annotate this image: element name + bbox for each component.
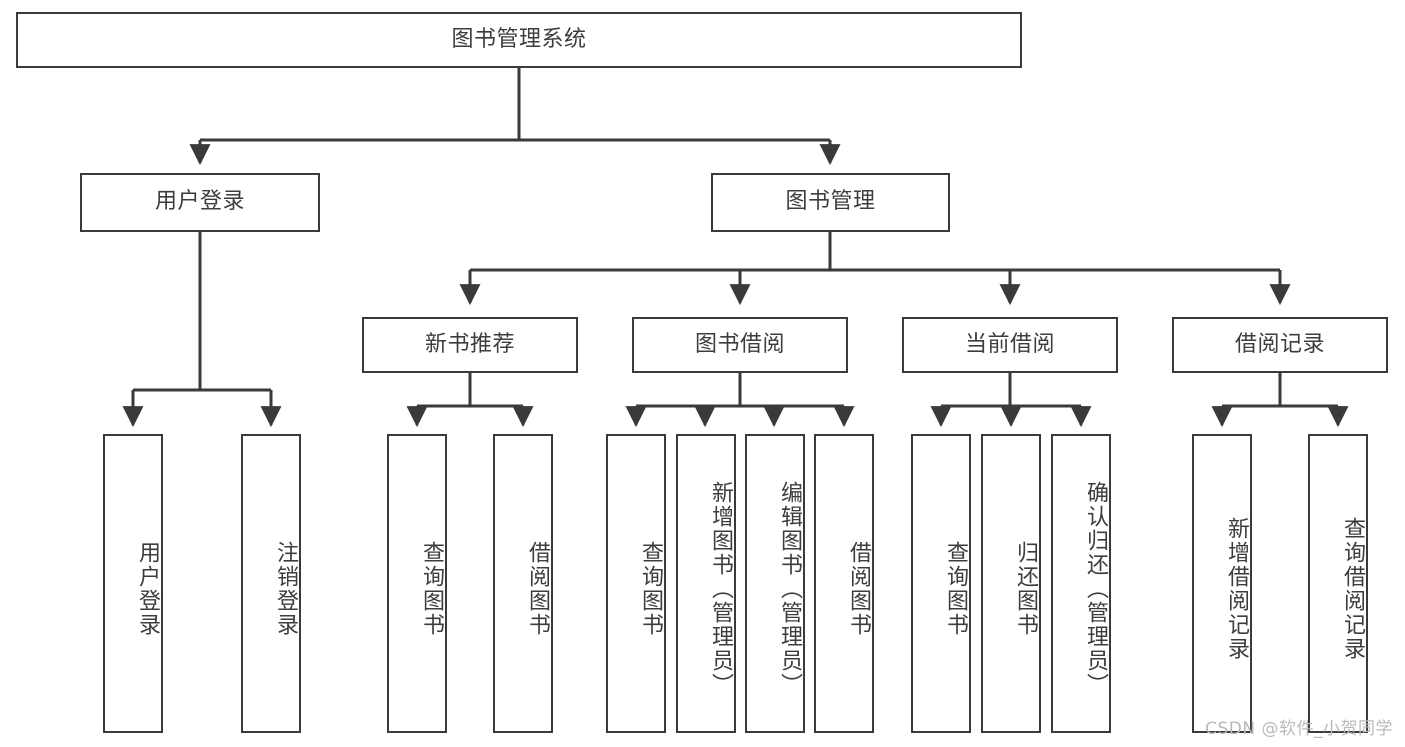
node-current-borrow[interactable]: 当前借阅: [902, 317, 1118, 373]
leaf-add-borrow-record[interactable]: 新增借阅记录: [1192, 434, 1252, 733]
leaf-query-book-1[interactable]: 查询图书: [387, 434, 447, 733]
leaf-confirm-return[interactable]: 确认归还（管理员）: [1051, 434, 1111, 733]
leaf-add-book[interactable]: 新增图书（管理员）: [676, 434, 736, 733]
node-book-borrow[interactable]: 图书借阅: [632, 317, 848, 373]
node-user-login[interactable]: 用户登录: [80, 173, 320, 232]
leaf-query-book-3[interactable]: 查询图书: [911, 434, 971, 733]
leaf-query-book-2[interactable]: 查询图书: [606, 434, 666, 733]
leaf-borrow-book-2[interactable]: 借阅图书: [814, 434, 874, 733]
node-new-book-recommend[interactable]: 新书推荐: [362, 317, 578, 373]
watermark: CSDN @软件_小贺同学: [1205, 719, 1393, 739]
leaf-user-login[interactable]: 用户登录: [103, 434, 163, 733]
leaf-logout[interactable]: 注销登录: [241, 434, 301, 733]
leaf-edit-book[interactable]: 编辑图书（管理员）: [745, 434, 805, 733]
leaf-return-book[interactable]: 归还图书: [981, 434, 1041, 733]
node-book-manage[interactable]: 图书管理: [711, 173, 950, 232]
leaf-borrow-book-1[interactable]: 借阅图书: [493, 434, 553, 733]
node-root[interactable]: 图书管理系统: [16, 12, 1022, 68]
node-borrow-record[interactable]: 借阅记录: [1172, 317, 1388, 373]
leaf-query-borrow-record[interactable]: 查询借阅记录: [1308, 434, 1368, 733]
